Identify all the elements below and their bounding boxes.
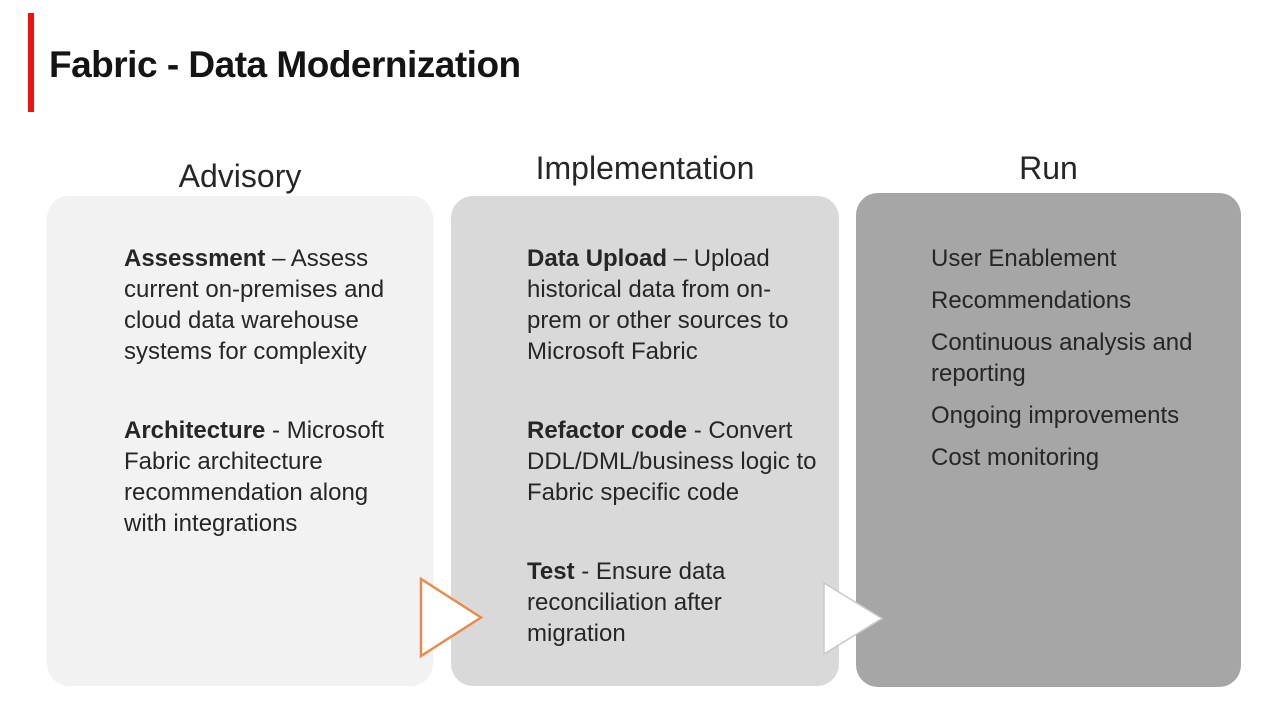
column-header-implementation: Implementation xyxy=(535,150,755,186)
data-upload-lead-text: Data Upload xyxy=(527,245,668,272)
architecture-body-text: - Microsoft Fabric architecture recommen… xyxy=(124,417,385,537)
refactor-lead-text: Refactor code xyxy=(527,417,688,444)
run-item-continuous-analysis: Continuous analysis and reporting xyxy=(931,329,1193,387)
run-item-recommendations: Recommendations xyxy=(931,287,1132,314)
data-upload-body-text: – Upload historical data from on-prem or… xyxy=(527,245,789,365)
implementation-test-paragraph: Test - Ensure data reconciliation after … xyxy=(527,556,821,649)
implementation-refactor-paragraph: Refactor code - Convert DDL/DML/business… xyxy=(527,415,821,508)
advisory-architecture-paragraph: Architecture - Microsoft Fabric architec… xyxy=(124,415,407,539)
assessment-lead-text: Assessment xyxy=(124,245,266,272)
column-header-run: Run xyxy=(1019,150,1078,186)
assessment-body-text: – Assess current on-premises and cloud d… xyxy=(124,245,385,365)
architecture-lead-text: Architecture xyxy=(124,417,266,444)
advisory-assessment-paragraph: Assessment – Assess current on-premises … xyxy=(124,243,407,367)
column-header-advisory: Advisory xyxy=(178,158,302,194)
implementation-data-upload-paragraph: Data Upload – Upload historical data fro… xyxy=(527,243,821,367)
advisory-phase-box: Assessment – Assess current on-premises … xyxy=(47,196,433,686)
slide-title: Fabric - Data Modernization xyxy=(49,44,521,85)
refactor-body-text: - Convert DDL/DML/business logic to Fabr… xyxy=(527,417,817,506)
flow-arrow-advisory-to-implementation-icon xyxy=(419,577,484,659)
title-accent-bar xyxy=(28,13,34,112)
run-item-cost-monitoring: Cost monitoring xyxy=(931,444,1100,471)
run-phase-box: User Enablement Recommendations Continuo… xyxy=(856,193,1241,687)
implementation-phase-box: Data Upload – Upload historical data fro… xyxy=(451,196,839,686)
test-lead-text: Test xyxy=(527,558,575,585)
flow-arrow-implementation-to-run-icon xyxy=(823,581,884,656)
run-item-user-enablement: User Enablement xyxy=(931,245,1117,272)
test-body-text: - Ensure data reconciliation after migra… xyxy=(527,558,726,647)
run-item-ongoing-improvements: Ongoing improvements xyxy=(931,402,1180,429)
